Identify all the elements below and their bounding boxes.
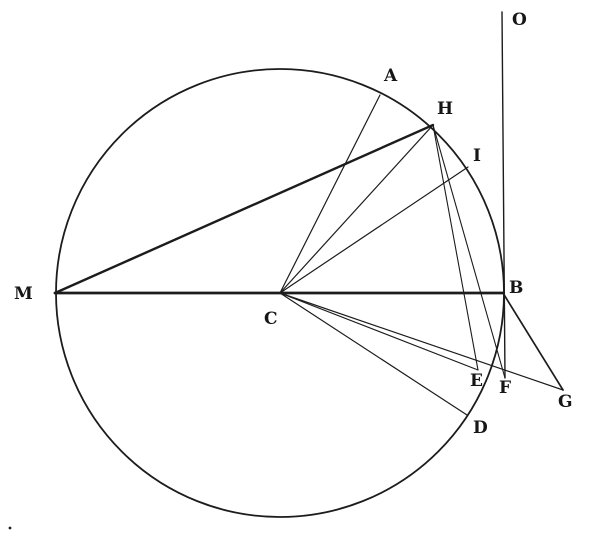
point-label-E: E	[470, 371, 483, 391]
point-label-B: B	[509, 278, 523, 298]
segment-M-H	[53, 123, 435, 295]
point-label-I: I	[473, 146, 481, 166]
point-label-G: G	[558, 392, 573, 412]
point-label-O: O	[512, 10, 527, 30]
point-label-D: D	[473, 418, 488, 438]
segment-H-F	[432, 124, 506, 379]
artifact-dot	[8, 526, 12, 530]
point-label-C: C	[264, 309, 278, 329]
segment-B-G	[502, 292, 564, 391]
point-label-M: M	[14, 284, 33, 304]
segment-C-D	[279, 292, 468, 416]
segment-C-H	[279, 124, 434, 294]
segment-C-E	[279, 292, 479, 371]
point-label-H: H	[437, 99, 453, 119]
segment-C-A	[279, 94, 381, 294]
point-label-F: F	[499, 378, 511, 398]
segment-C-G	[279, 292, 564, 391]
segment-H-E	[432, 124, 479, 371]
segment-C-I	[279, 166, 469, 294]
segment-O-F	[501, 11, 506, 379]
point-label-A: A	[383, 66, 398, 86]
